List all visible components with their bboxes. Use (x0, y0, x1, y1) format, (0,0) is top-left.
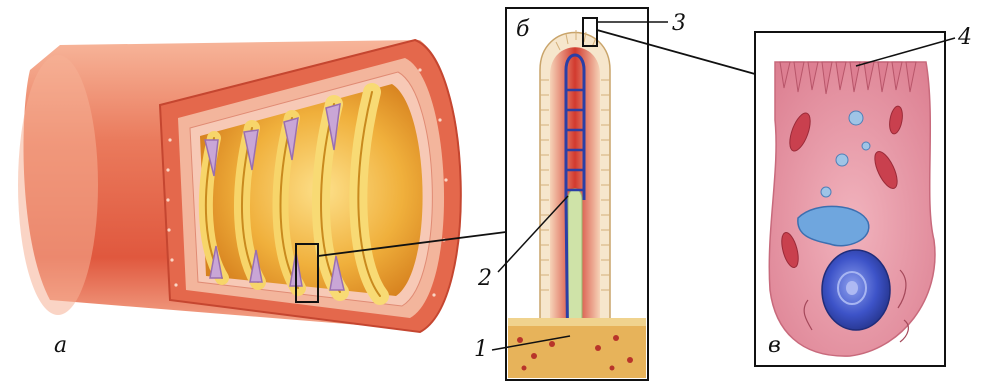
panel-b-villus (506, 8, 648, 380)
panel-a-intestine-tube (18, 40, 461, 332)
label-panel-b: б (516, 17, 530, 42)
label-3: 3 (672, 11, 686, 36)
panel-c-cell (755, 32, 945, 366)
label-1: 1 (474, 337, 488, 362)
label-panel-c: в (768, 333, 781, 358)
villus-base (508, 318, 646, 378)
label-panel-a: а (54, 333, 67, 358)
label-4: 4 (957, 25, 972, 50)
label-2: 2 (477, 266, 492, 291)
